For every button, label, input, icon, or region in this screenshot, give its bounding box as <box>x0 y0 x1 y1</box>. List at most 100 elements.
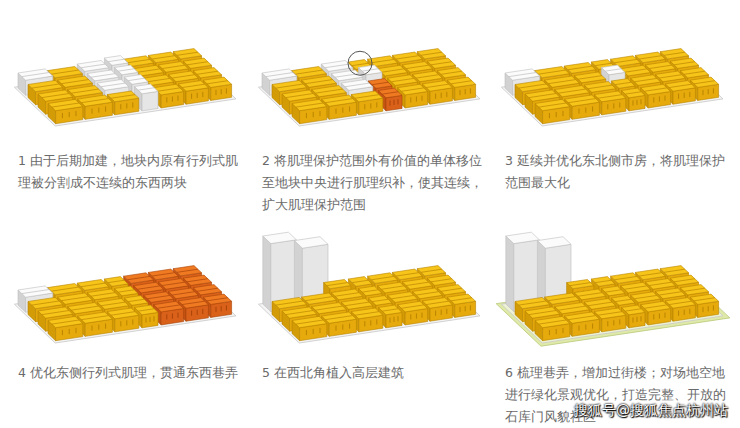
building-roof <box>564 63 596 74</box>
roof-ridge <box>197 71 218 74</box>
window-mark <box>659 313 660 318</box>
window-mark <box>336 326 337 331</box>
window-mark <box>422 313 423 318</box>
building-roof <box>173 49 201 59</box>
step-caption: 3 延续并优化东北侧市房，将肌理保护范围最大化 <box>505 150 731 194</box>
roof-ridge <box>172 75 194 78</box>
window-mark <box>678 94 679 99</box>
building-roof <box>114 65 138 75</box>
window-mark <box>394 100 395 105</box>
building-roof <box>631 292 661 303</box>
roof-ridge <box>421 269 442 272</box>
window-mark <box>191 94 192 99</box>
building-roof <box>655 288 685 299</box>
roof-ridge <box>315 306 342 310</box>
building-roof <box>601 286 625 296</box>
roof-ridge <box>111 312 135 316</box>
window-mark <box>313 329 314 334</box>
window-mark <box>410 314 411 319</box>
window-mark <box>549 113 550 118</box>
roof-ridge <box>207 298 228 301</box>
roof-ridge <box>401 305 423 308</box>
roof-ridge <box>639 273 661 276</box>
building-roof <box>193 68 221 78</box>
window-mark <box>703 90 704 95</box>
watermark: 搜狐号@搜狐焦点杭州站 <box>574 402 728 420</box>
roof-ridge <box>286 94 313 98</box>
window-mark <box>126 320 127 325</box>
roof-ridge <box>649 65 671 68</box>
roof-ridge <box>694 81 715 84</box>
building-roof <box>631 75 661 86</box>
roof-ridge <box>684 288 705 291</box>
window-mark <box>76 328 77 333</box>
roof-ridge <box>659 292 681 295</box>
window-mark <box>197 310 198 315</box>
building-roof <box>515 80 550 91</box>
roof-ridge <box>406 65 428 68</box>
building-roof <box>565 312 600 323</box>
roof-ridge <box>664 269 685 272</box>
roof-ridge <box>558 306 585 310</box>
building-roof <box>535 99 570 110</box>
window-mark <box>178 313 179 318</box>
roof-ridge <box>416 75 438 78</box>
roof-ridge <box>426 301 448 304</box>
roof-ridge <box>325 99 352 103</box>
building-roof <box>621 305 645 315</box>
roof-ridge <box>335 293 359 297</box>
building-roof <box>447 77 475 87</box>
roof-ridge <box>578 76 602 80</box>
building-roof <box>58 76 93 87</box>
window-mark <box>226 305 227 310</box>
building-roof <box>422 298 452 309</box>
building-roof <box>107 308 139 319</box>
building-roof <box>611 56 641 67</box>
building-roof <box>134 84 158 94</box>
building-roof <box>594 308 626 319</box>
window-mark <box>191 311 192 316</box>
window-mark <box>641 99 642 104</box>
building-roof <box>635 52 665 63</box>
roof-ridge <box>588 85 612 89</box>
building-roof <box>193 285 221 295</box>
window-mark <box>216 90 217 95</box>
roof-ridge <box>152 56 174 59</box>
building-roof <box>392 52 422 63</box>
window-mark <box>69 329 70 334</box>
roof-ridge <box>595 280 611 282</box>
site-ground <box>14 60 236 126</box>
building-roof <box>144 292 174 303</box>
building-roof <box>58 293 93 304</box>
roof-ridge <box>295 70 322 74</box>
roof-ridge <box>451 81 472 84</box>
building-roof <box>183 58 211 68</box>
panel-illustration <box>14 266 236 343</box>
roof-ridge <box>276 84 303 88</box>
building-roof <box>104 277 128 287</box>
building-roof <box>437 285 465 295</box>
roof-ridge <box>605 69 621 71</box>
roof-ridge <box>61 297 88 301</box>
building-roof <box>641 301 671 312</box>
building-roof <box>574 289 606 300</box>
roof-ridge <box>396 56 418 59</box>
window-mark <box>202 92 203 97</box>
window-mark <box>713 88 714 93</box>
roof-ridge <box>305 297 332 301</box>
roof-ridge <box>52 103 79 107</box>
window-mark <box>154 316 155 321</box>
roof-ridge <box>674 62 695 65</box>
window-mark <box>592 323 593 328</box>
window-mark <box>216 307 217 312</box>
building-roof <box>388 292 418 303</box>
building-roof <box>18 286 53 297</box>
roof-ridge <box>71 89 98 93</box>
building-roof <box>272 80 307 91</box>
roof-ridge <box>441 288 462 291</box>
roof-ridge <box>372 82 388 84</box>
window-mark <box>150 317 151 322</box>
roof-ridge <box>381 69 403 72</box>
building-roof <box>78 312 113 323</box>
window-mark <box>197 93 198 98</box>
